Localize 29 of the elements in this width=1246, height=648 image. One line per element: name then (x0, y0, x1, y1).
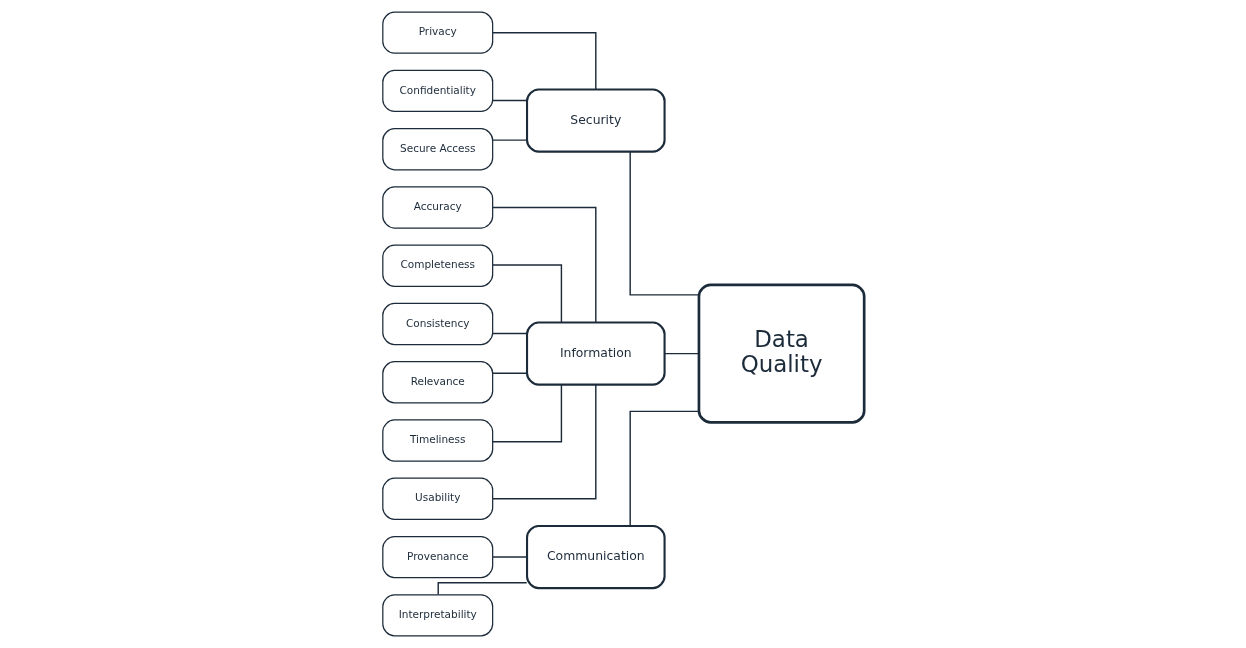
node-box: Consistency (381, 302, 493, 346)
connector (491, 139, 528, 141)
connector (491, 264, 562, 324)
node-box: Completeness (381, 244, 493, 287)
connector (628, 151, 699, 296)
node-box: Usability (381, 477, 493, 520)
node-box: Provenance (381, 535, 493, 579)
node-box: Accuracy (381, 186, 493, 229)
node-box: Confidentiality (381, 69, 493, 113)
node-box: Privacy (381, 11, 493, 54)
connector (491, 556, 528, 558)
connector (491, 383, 562, 443)
connector (491, 332, 528, 335)
node-box: Timeliness (381, 419, 493, 462)
connector (628, 410, 699, 527)
connector (663, 352, 700, 355)
node-box: Data Quality (697, 283, 865, 424)
connector (491, 206, 596, 323)
connector (491, 32, 596, 91)
node-box: Communication (525, 524, 666, 590)
node-box: Information (525, 321, 666, 386)
connector (491, 384, 596, 500)
connector (491, 99, 528, 102)
node-box: Relevance (381, 361, 493, 404)
node-box: Interpretability (381, 594, 493, 637)
node-box: Secure Access (381, 128, 493, 171)
connector (437, 582, 527, 596)
node-box: Security (525, 88, 666, 153)
connector (491, 372, 528, 374)
